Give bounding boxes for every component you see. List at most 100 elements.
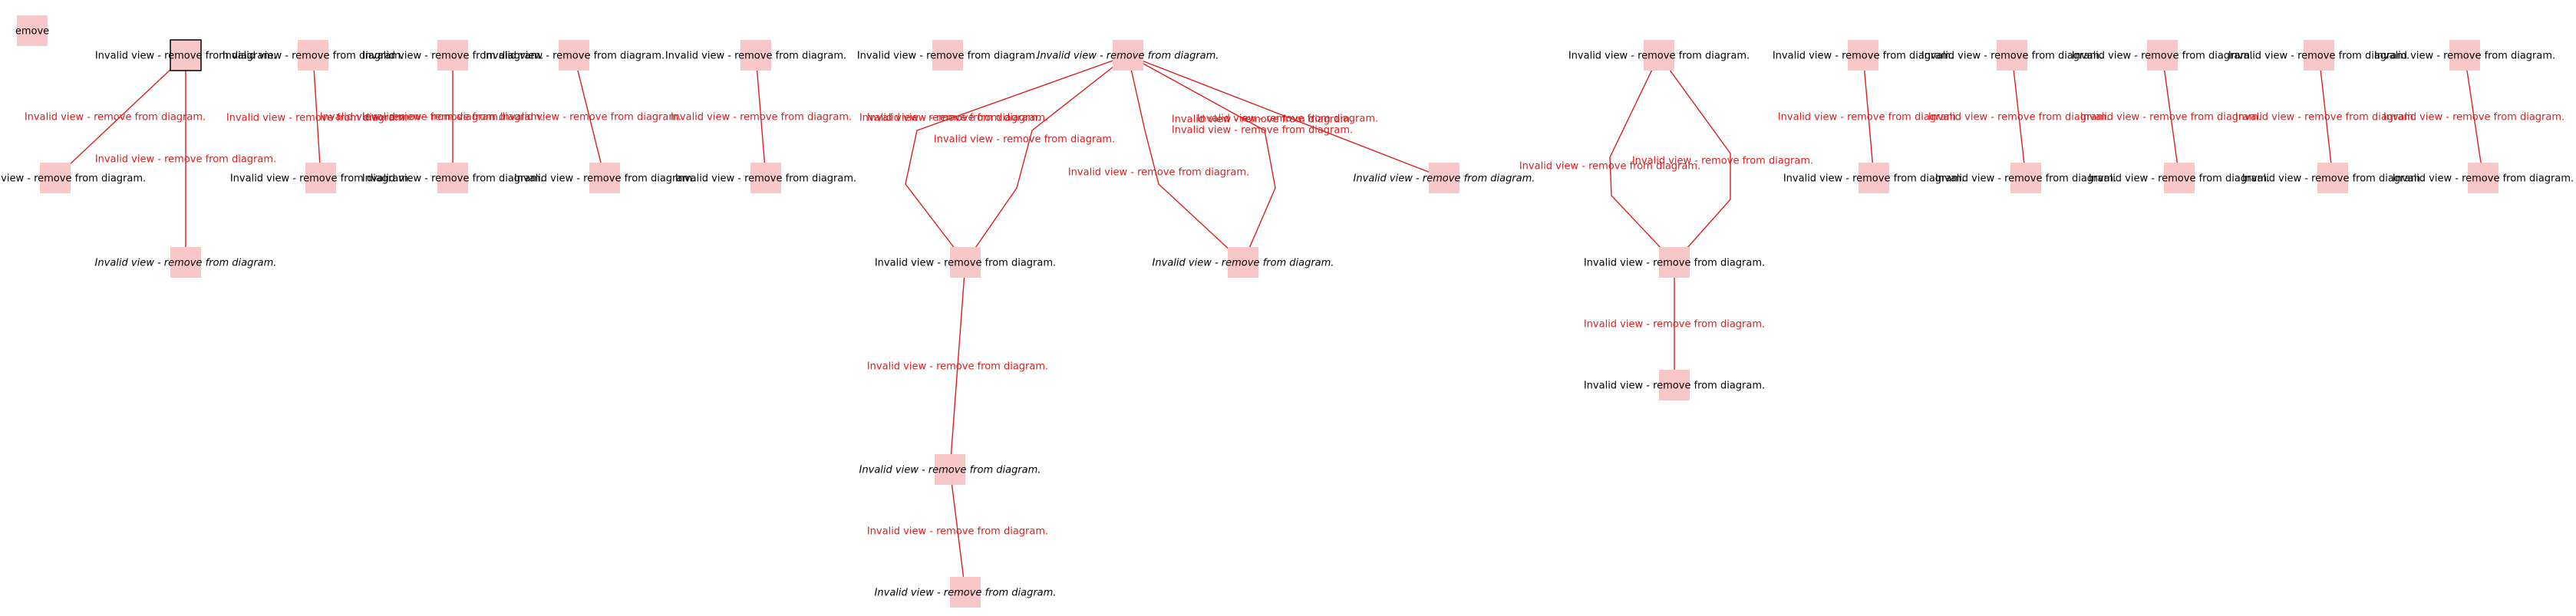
node-label: Invalid view - remove from diagram. xyxy=(665,51,846,62)
node-label: Invalid view - remove from diagram. xyxy=(514,173,695,185)
edge-label: Invalid view - remove from diagram. xyxy=(859,113,1041,124)
diagram-node[interactable] xyxy=(589,163,620,193)
edge-label: Invalid view - remove from diagram. xyxy=(1197,114,1378,125)
node-label: Invalid view - remove from diagram. xyxy=(875,258,1056,269)
diagram-node[interactable] xyxy=(1997,40,2027,71)
diagram-node[interactable] xyxy=(2147,40,2178,71)
diagram-node[interactable] xyxy=(750,163,781,193)
labels-layer: Invalid view - remove from diagram.Inval… xyxy=(0,26,2574,599)
connector-line[interactable] xyxy=(905,54,1129,263)
connector-line[interactable] xyxy=(1658,54,1731,263)
node-label: Invalid view - remove from diagram. xyxy=(95,258,277,269)
edge-label: Invalid view - remove from diagram. xyxy=(1584,319,1765,331)
diagram-node[interactable] xyxy=(1659,247,1690,278)
edge-label: Invalid view - remove from diagram. xyxy=(320,112,501,124)
node-label: Invalid view - remove from diagram. xyxy=(1584,380,1765,392)
connector-line[interactable] xyxy=(949,469,966,593)
node-label: Invalid view - remove from diagram. xyxy=(230,173,411,185)
diagram-node[interactable] xyxy=(950,577,981,608)
diagram-node[interactable] xyxy=(1659,370,1690,400)
edge-label: Invalid view - remove from diagram. xyxy=(2383,112,2564,124)
connector-line[interactable] xyxy=(1127,54,1244,263)
connector-line[interactable] xyxy=(2464,54,2484,179)
diagram-node[interactable] xyxy=(40,163,71,193)
edge-label: Invalid view - remove from diagram. xyxy=(2080,112,2261,124)
connector-line[interactable] xyxy=(755,54,767,179)
selected-diagram-node[interactable] xyxy=(170,39,202,71)
diagram-node[interactable] xyxy=(1228,247,1258,278)
node-label: Invalid view - remove from diagram. xyxy=(2228,51,2409,62)
node-label: Invalid view - remove from diagram. xyxy=(2072,51,2253,62)
connector-line[interactable] xyxy=(312,54,322,179)
edge-label: Invalid view - remove from diagram. xyxy=(1172,125,1353,137)
edge-label: Invalid view - remove from diagram. xyxy=(671,112,852,124)
diagram-node[interactable] xyxy=(2317,163,2348,193)
node-label: Invalid view - remove from diagram. xyxy=(1584,258,1765,269)
diagram-node[interactable] xyxy=(17,15,48,46)
connector-line[interactable] xyxy=(1862,54,1875,179)
edge-label: Invalid view - remove from diagram. xyxy=(867,361,1048,373)
edge-label: Invalid view - remove from diagram. xyxy=(1928,112,2109,124)
diagram-node[interactable] xyxy=(1113,40,1143,71)
diagram-node[interactable] xyxy=(950,247,981,278)
node-label: Invalid view - remove from diagram. xyxy=(0,173,146,185)
node-label: emove xyxy=(15,26,49,38)
diagram-node[interactable] xyxy=(2010,163,2041,193)
connector-line[interactable] xyxy=(573,54,605,179)
edge-label: Invalid view - remove from diagram. xyxy=(1519,161,1700,173)
node-label: Invalid view - remove from diagram. xyxy=(1773,51,1954,62)
edge-label: Invalid view - remove from diagram. xyxy=(1778,112,1959,124)
diagram-node[interactable] xyxy=(437,163,468,193)
diagram-node[interactable] xyxy=(932,40,963,71)
node-label: Invalid view - remove from diagram. xyxy=(95,51,276,62)
diagram-node[interactable] xyxy=(2164,163,2195,193)
node-label: Invalid view - remove from diagram. xyxy=(2089,173,2270,185)
node-label: Invalid view - remove from diagram. xyxy=(2393,173,2574,185)
node-label: Invalid view - remove from diagram. xyxy=(1354,173,1535,185)
node-label: Invalid view - remove from diagram. xyxy=(859,465,1041,476)
edge-label: Invalid view - remove from diagram. xyxy=(867,113,1048,124)
diagram-node[interactable] xyxy=(437,40,468,71)
diagram-node[interactable] xyxy=(170,247,201,278)
edge-label: Invalid view - remove from diagram. xyxy=(95,154,276,166)
edge-label: Invalid view - remove from diagram. xyxy=(2235,112,2416,124)
diagram-node[interactable] xyxy=(298,40,328,71)
connector-line[interactable] xyxy=(1127,54,1445,179)
node-label: Invalid view - remove from diagram. xyxy=(362,173,543,185)
edge-label: Invalid view - remove from diagram. xyxy=(1632,156,1813,167)
node-label: Invalid view - remove from diagram. xyxy=(1153,258,1334,269)
diagram-node[interactable] xyxy=(1848,40,1878,71)
diagram-node[interactable] xyxy=(740,40,771,71)
node-label: Invalid view - remove from diagram. xyxy=(1921,51,2103,62)
node-label: Invalid view - remove from diagram. xyxy=(875,588,1057,599)
edge-label: Invalid view - remove from diagram. xyxy=(362,112,543,124)
node-label: Invalid view - remove from diagram. xyxy=(223,51,404,62)
diagram-node[interactable] xyxy=(2468,163,2498,193)
diagram-node[interactable] xyxy=(2449,40,2480,71)
diagram-node[interactable] xyxy=(1859,163,1889,193)
diagram-node[interactable] xyxy=(935,454,965,485)
connector-line[interactable] xyxy=(2318,54,2334,179)
connector-line[interactable] xyxy=(965,54,1129,263)
connector-line[interactable] xyxy=(2011,54,2027,179)
diagram-node[interactable] xyxy=(559,40,589,71)
diagram-node[interactable] xyxy=(305,163,336,193)
diagram-node[interactable] xyxy=(2304,40,2334,71)
connector-line[interactable] xyxy=(1609,54,1675,263)
diagram-node[interactable] xyxy=(1429,163,1460,193)
node-label: Invalid view - remove from diagram. xyxy=(1783,173,1964,185)
edge-label: Invalid view - remove from diagram. xyxy=(934,134,1115,146)
edge-label: Invalid view - remove from diagram. xyxy=(1172,114,1353,126)
node-label: Invalid view - remove from diagram. xyxy=(2242,173,2423,185)
connector-line[interactable] xyxy=(2162,54,2180,179)
connector-line[interactable] xyxy=(949,262,966,470)
node-label: Invalid view - remove from diagram. xyxy=(857,51,1038,62)
edge-label: Invalid view - remove from diagram. xyxy=(226,113,407,124)
diagram-node[interactable] xyxy=(1644,40,1674,71)
node-label: Invalid view - remove from diagram. xyxy=(1935,173,2116,185)
connector-line[interactable] xyxy=(54,54,186,179)
node-label: Invalid view - remove from diagram. xyxy=(1037,51,1219,62)
connector-line[interactable] xyxy=(1127,54,1276,263)
edges-layer xyxy=(54,54,2484,593)
